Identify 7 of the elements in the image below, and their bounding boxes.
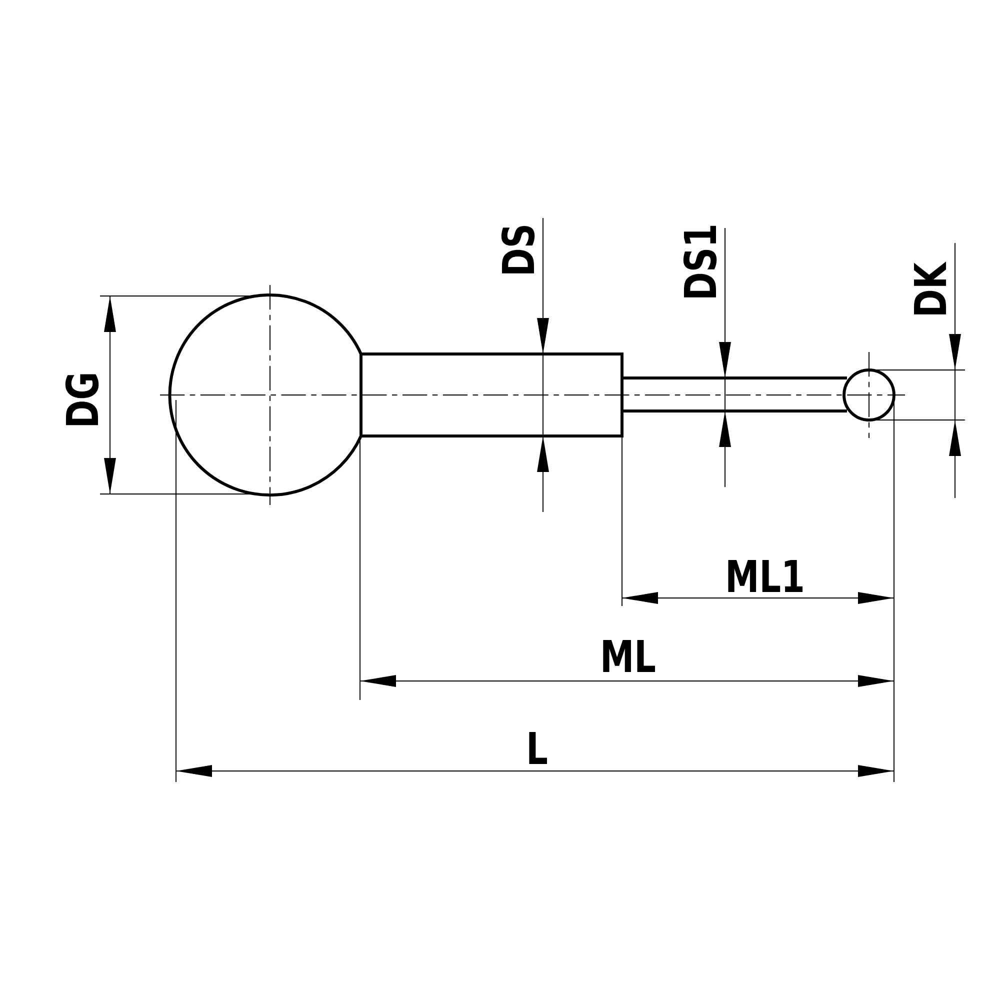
dimension-label: ML bbox=[603, 640, 656, 672]
dimension-label: DS bbox=[501, 226, 535, 274]
dimension-label: DK bbox=[914, 261, 946, 314]
dimension-label: DG bbox=[65, 374, 99, 426]
dimension-label: L bbox=[529, 732, 547, 764]
dimension-label: ML1 bbox=[728, 560, 803, 592]
dimension-label: DS1 bbox=[683, 226, 717, 298]
